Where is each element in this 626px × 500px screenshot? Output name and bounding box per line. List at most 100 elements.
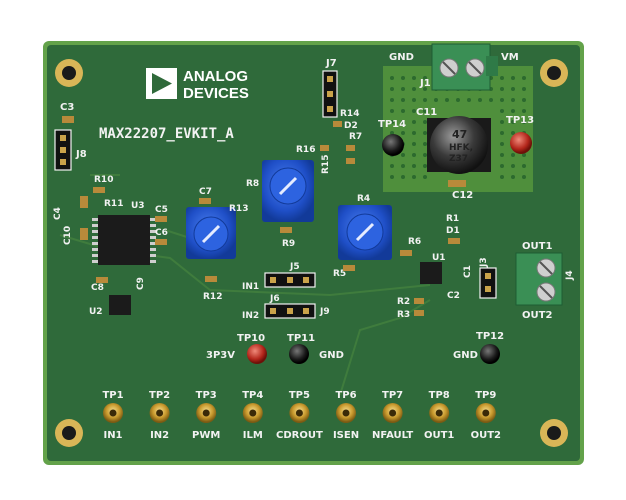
tp-net: IN2 [150,430,169,441]
tp-net: OUT2 [471,430,501,441]
brand-line-1: ANALOG [183,68,248,85]
via [522,120,526,124]
u2-ref: U2 [89,307,103,317]
ic-u1 [420,262,442,284]
r15-ref: R15 [321,155,331,174]
tp11-net: GND [319,350,344,361]
c6-ref: C6 [155,228,168,238]
header-j7 [322,70,338,118]
tp-ref: TP4 [242,390,263,401]
tp-ref: TP6 [335,390,356,401]
via [467,98,471,102]
via [522,153,526,157]
via [412,131,416,135]
via [423,142,427,146]
capacitor-c11: 47 HFK, Z37 [427,116,491,174]
j6-ref: J6 [269,294,280,304]
cap-can [430,116,488,174]
via [423,98,427,102]
tp-ref: TP8 [429,390,450,401]
potentiometer-r4[interactable] [338,205,392,260]
r11-ref: R11 [104,199,123,209]
via [401,175,405,179]
header-j9 [264,303,316,319]
header-j8 [54,129,72,171]
j7-ref: J7 [325,58,337,69]
in2-jumper-label: IN2 [242,311,259,321]
tp-ref: TP7 [382,390,403,401]
via [522,87,526,91]
smd-c12 [448,180,466,187]
via [434,98,438,102]
via [478,98,482,102]
via [412,98,416,102]
via [401,164,405,168]
via [423,76,427,80]
via [412,120,416,124]
j3-ref: J3 [479,257,489,268]
via [412,76,416,80]
potentiometer-r13[interactable] [186,207,236,259]
tp-net: ISEN [333,430,359,441]
j4-ref: J4 [565,270,575,281]
tp10-ref: TP10 [237,333,265,344]
tp13-ref: TP13 [506,115,534,126]
via [511,98,515,102]
via [390,175,394,179]
test-point-tp14[interactable] [382,134,404,156]
d2-ref: D2 [344,121,358,131]
r8-ref: R8 [246,179,259,189]
r7-ref: R7 [349,132,362,142]
via [401,109,405,113]
via [401,87,405,91]
bottom-test-point-row: TP1IN1TP2IN2TP3PWMTP4ILMTP5CDROUTTP6ISEN… [102,390,501,441]
via [423,164,427,168]
j8-ref: J8 [75,149,87,160]
via [500,164,504,168]
via [511,109,515,113]
tp-ref: TP2 [149,390,170,401]
mounting-hole [540,419,568,447]
analog-devices-logo: ANALOG DEVICES [146,68,249,102]
test-point-tp12[interactable] [480,344,500,364]
mounting-holes [55,59,568,447]
via [522,76,526,80]
via [522,164,526,168]
test-point-tp13[interactable] [510,132,532,154]
header-j5 [264,272,316,288]
logo-triangle-icon [152,73,172,94]
via [412,142,416,146]
brand-line-2: DEVICES [183,85,249,102]
test-point-hole [482,409,490,417]
ic-u2 [109,295,131,315]
via [401,98,405,102]
c12-ref: C12 [452,190,473,201]
test-point-tp11[interactable] [289,344,309,364]
via [500,87,504,91]
cap-marking-2: HFK, [449,143,473,153]
test-point-hole [249,409,257,417]
header-j3 [479,267,497,299]
via [500,131,504,135]
c5-ref: C5 [155,205,168,215]
mounting-hole [540,59,568,87]
r12-ref: R12 [203,292,222,302]
via [423,109,427,113]
potentiometer-r8[interactable] [262,160,314,222]
c11-ref: C11 [416,107,437,118]
via [511,153,515,157]
test-point-tp10[interactable] [247,344,267,364]
via [511,175,515,179]
r1-ref: R1 [446,214,459,224]
r10-ref: R10 [94,175,113,185]
via [522,175,526,179]
c2-ref: C2 [447,291,460,301]
c9-ref: C9 [136,277,146,290]
in1-jumper-label: IN1 [242,282,259,292]
tp-ref: TP3 [196,390,217,401]
tp-net: IN1 [103,430,122,441]
tp-ref: TP1 [102,390,123,401]
r3-ref: R3 [397,310,410,320]
